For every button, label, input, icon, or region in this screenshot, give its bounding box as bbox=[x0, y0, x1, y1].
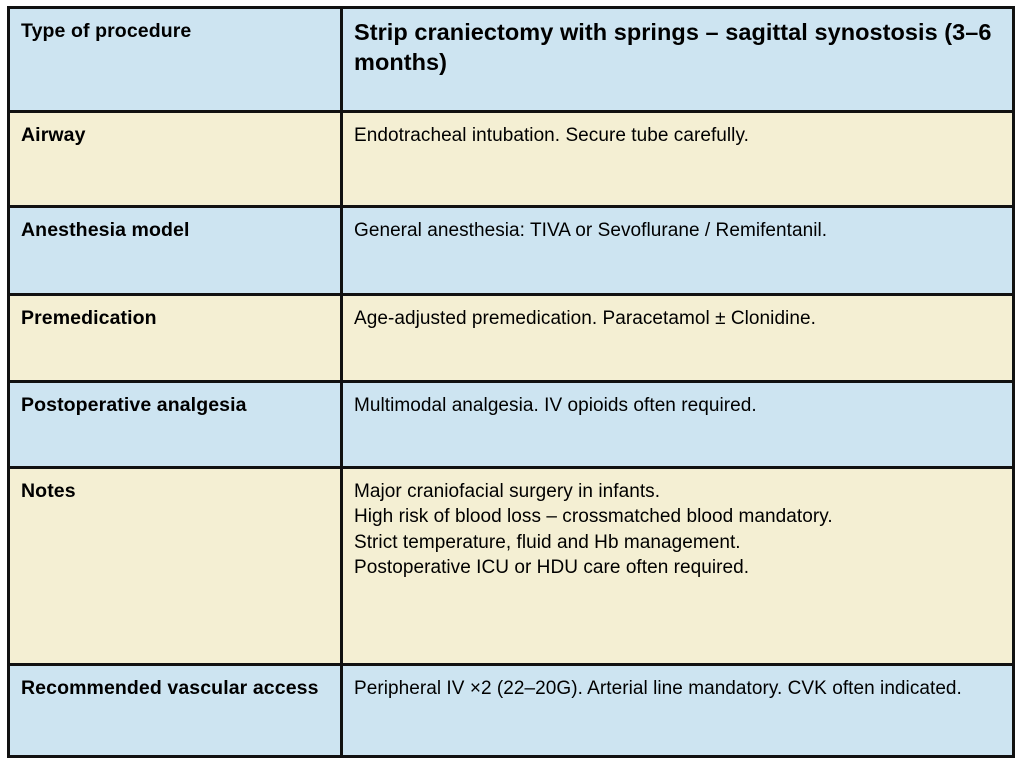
row-value-anesthesia-model: General anesthesia: TIVA or Sevoflurane … bbox=[340, 205, 1015, 296]
notes-line-1: Major craniofacial surgery in infants. bbox=[354, 481, 661, 502]
row-label-notes: Notes bbox=[7, 466, 343, 666]
row-label-anesthesia-model: Anesthesia model bbox=[7, 205, 343, 296]
table-row-premedication: Premedication Age-adjusted premedication… bbox=[7, 293, 1015, 383]
row-value-notes: Major craniofacial surgery in infants. H… bbox=[340, 466, 1015, 666]
row-value-premedication: Age-adjusted premedication. Paracetamol … bbox=[340, 293, 1015, 383]
notes-line-3: Strict temperature, fluid and Hb managem… bbox=[354, 531, 741, 553]
row-label-recommended-vascular-access: Recommended vascular access bbox=[7, 663, 343, 758]
notes-line-2: High risk of blood loss – crossmatched b… bbox=[354, 506, 833, 528]
row-label-airway: Airway bbox=[7, 110, 343, 208]
table-header-row: Type of procedure Strip craniectomy with… bbox=[7, 6, 1015, 113]
table-row-recommended-vascular-access: Recommended vascular access Peripheral I… bbox=[7, 663, 1015, 758]
table-row-notes: Notes Major craniofacial surgery in infa… bbox=[7, 466, 1015, 666]
table-row-anesthesia-model: Anesthesia model General anesthesia: TIV… bbox=[7, 205, 1015, 296]
header-value-procedure-title: Strip craniectomy with springs – sagitta… bbox=[340, 6, 1015, 113]
row-label-postoperative-analgesia: Postoperative analgesia bbox=[7, 380, 343, 469]
row-label-premedication: Premedication bbox=[7, 293, 343, 383]
table-row-airway: Airway Endotracheal intubation. Secure t… bbox=[7, 110, 1015, 208]
row-value-postoperative-analgesia: Multimodal analgesia. IV opioids often r… bbox=[340, 380, 1015, 469]
table-row-postoperative-analgesia: Postoperative analgesia Multimodal analg… bbox=[7, 380, 1015, 469]
procedure-reference-table: Type of procedure Strip craniectomy with… bbox=[7, 6, 1015, 758]
notes-line-4: Postoperative ICU or HDU care often requ… bbox=[354, 556, 750, 578]
header-label-type-of-procedure: Type of procedure bbox=[7, 6, 343, 113]
row-value-recommended-vascular-access: Peripheral IV ×2 (22–20G). Arterial line… bbox=[340, 663, 1015, 758]
row-value-airway: Endotracheal intubation. Secure tube car… bbox=[340, 110, 1015, 208]
